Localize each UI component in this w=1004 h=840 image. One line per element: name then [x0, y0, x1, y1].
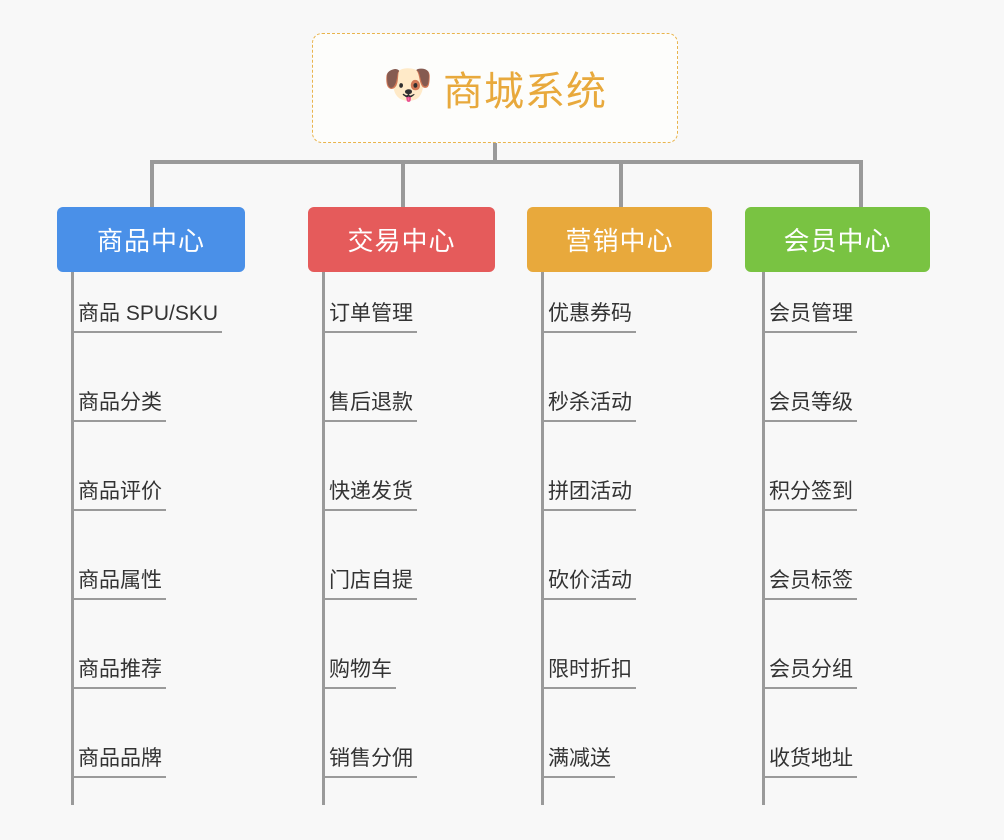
leaf-item-1-5[interactable]: 商品推荐 — [74, 658, 166, 690]
leaf-label: 收货地址 — [765, 747, 857, 779]
leaf-item-2-5[interactable]: 购物车 — [325, 658, 396, 690]
leaf-item-3-5[interactable]: 限时折扣 — [544, 658, 636, 690]
leaf-label: 商品品牌 — [74, 747, 166, 779]
leaf-label: 会员等级 — [765, 391, 857, 423]
leaf-label: 拼团活动 — [544, 480, 636, 512]
branch-title-1: 商品中心 — [96, 226, 205, 256]
branch-header-4[interactable]: 会员中心 — [745, 207, 930, 272]
branch-drop-connector-3 — [619, 160, 623, 207]
leaf-item-3-6[interactable]: 满减送 — [544, 747, 615, 779]
branch-spine-2 — [322, 272, 325, 805]
leaf-item-3-3[interactable]: 拼团活动 — [544, 480, 636, 512]
leaf-item-4-3[interactable]: 积分签到 — [765, 480, 857, 512]
leaf-label: 会员管理 — [765, 302, 857, 334]
leaf-label: 限时折扣 — [544, 658, 636, 690]
leaf-label: 商品 SPU/SKU — [74, 302, 223, 334]
leaf-label: 商品分类 — [74, 391, 166, 423]
branch-title-3: 营销中心 — [565, 226, 674, 256]
leaf-item-1-4[interactable]: 商品属性 — [74, 569, 166, 601]
leaf-label: 会员标签 — [765, 569, 857, 601]
leaf-item-3-2[interactable]: 秒杀活动 — [544, 391, 636, 423]
leaf-item-4-4[interactable]: 会员标签 — [765, 569, 857, 601]
leaf-label: 积分签到 — [765, 480, 857, 512]
root-trunk-connector — [493, 143, 497, 164]
leaf-item-1-2[interactable]: 商品分类 — [74, 391, 166, 423]
leaf-label: 商品推荐 — [74, 658, 166, 690]
branch-drop-connector-1 — [150, 160, 154, 207]
leaf-item-2-1[interactable]: 订单管理 — [325, 302, 417, 334]
leaf-label: 商品属性 — [74, 569, 166, 601]
leaf-item-2-3[interactable]: 快递发货 — [325, 480, 417, 512]
leaf-label: 购物车 — [325, 658, 396, 690]
leaf-item-2-6[interactable]: 销售分佣 — [325, 747, 417, 779]
branch-drop-connector-2 — [401, 160, 405, 207]
leaf-label: 秒杀活动 — [544, 391, 636, 423]
branch-spine-4 — [762, 272, 765, 805]
leaf-item-4-2[interactable]: 会员等级 — [765, 391, 857, 423]
leaf-label: 订单管理 — [325, 302, 417, 334]
leaf-item-2-4[interactable]: 门店自提 — [325, 569, 417, 601]
leaf-label: 销售分佣 — [325, 747, 417, 779]
leaf-item-1-6[interactable]: 商品品牌 — [74, 747, 166, 779]
leaf-item-3-1[interactable]: 优惠券码 — [544, 302, 636, 334]
root-title: 商城系统 — [443, 70, 607, 114]
root-node[interactable]: 🐶 商城系统 — [312, 33, 678, 143]
branch-drop-connector-4 — [859, 160, 863, 207]
leaf-item-1-1[interactable]: 商品 SPU/SKU — [74, 302, 223, 334]
leaf-label: 售后退款 — [325, 391, 417, 423]
leaf-label: 满减送 — [544, 747, 615, 779]
branch-title-4: 会员中心 — [783, 226, 892, 256]
branch-spine-3 — [541, 272, 544, 805]
leaf-item-4-6[interactable]: 收货地址 — [765, 747, 857, 779]
leaf-label: 商品评价 — [74, 480, 166, 512]
leaf-label: 会员分组 — [765, 658, 857, 690]
horizontal-bus-connector — [150, 160, 863, 164]
leaf-item-3-4[interactable]: 砍价活动 — [544, 569, 636, 601]
leaf-item-2-2[interactable]: 售后退款 — [325, 391, 417, 423]
shiba-dog-face-icon: 🐶 — [383, 63, 433, 107]
leaf-item-1-3[interactable]: 商品评价 — [74, 480, 166, 512]
branch-title-2: 交易中心 — [347, 226, 456, 256]
branch-header-3[interactable]: 营销中心 — [527, 207, 712, 272]
leaf-label: 优惠券码 — [544, 302, 636, 334]
leaf-item-4-1[interactable]: 会员管理 — [765, 302, 857, 334]
leaf-item-4-5[interactable]: 会员分组 — [765, 658, 857, 690]
branch-header-1[interactable]: 商品中心 — [57, 207, 245, 272]
leaf-label: 砍价活动 — [544, 569, 636, 601]
branch-header-2[interactable]: 交易中心 — [308, 207, 495, 272]
branch-spine-1 — [71, 272, 74, 805]
leaf-label: 快递发货 — [325, 480, 417, 512]
leaf-label: 门店自提 — [325, 569, 417, 601]
